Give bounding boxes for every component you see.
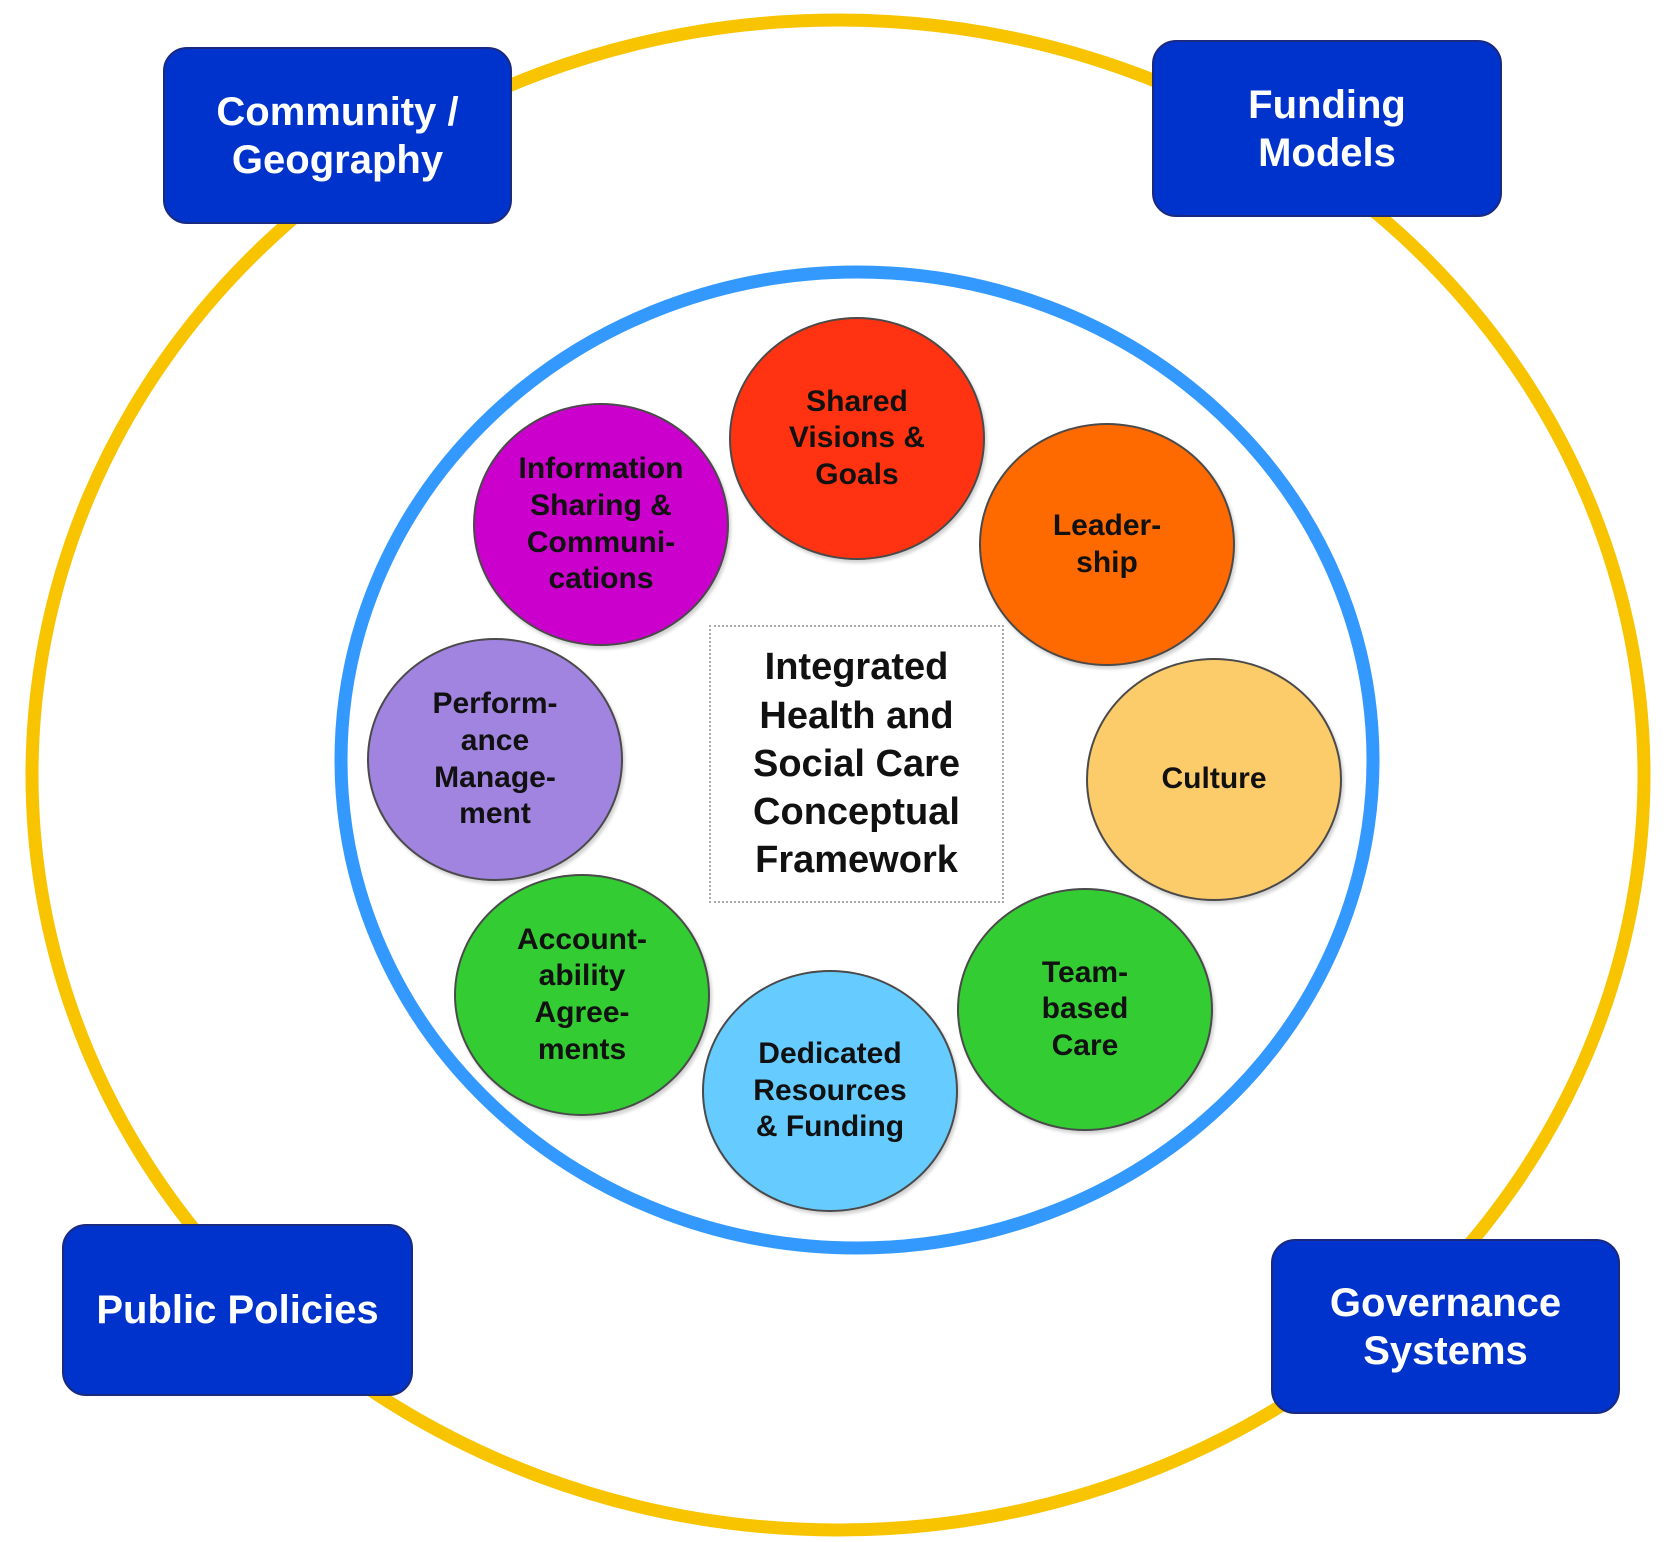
component-label: Team- based Care bbox=[1041, 955, 1129, 1062]
component-information-sharing: Information Sharing & Communi- cations bbox=[473, 403, 729, 646]
component-shared-visions: Shared Visions & Goals bbox=[729, 317, 985, 560]
context-community-geography: Community / Geography bbox=[163, 47, 512, 224]
context-label: Governance Systems bbox=[1329, 1280, 1562, 1373]
inner-framework-ring bbox=[334, 265, 1380, 1255]
component-culture: Culture bbox=[1086, 658, 1342, 901]
context-label: Public Policies bbox=[96, 1288, 379, 1332]
component-dedicated-resources: Dedicated Resources & Funding bbox=[702, 970, 958, 1212]
component-leadership: Leader- ship bbox=[979, 423, 1235, 666]
component-label: Shared Visions & Goals bbox=[788, 384, 926, 491]
component-label: Culture bbox=[1161, 762, 1267, 796]
framework-title-label: Integrated Health and Social Care Concep… bbox=[753, 646, 960, 882]
component-label: Account- ability Agree- ments bbox=[517, 922, 647, 1066]
context-funding-models: Funding Models bbox=[1152, 40, 1502, 217]
component-label: Information Sharing & Communi- cations bbox=[518, 452, 684, 596]
context-label: Funding Models bbox=[1248, 82, 1406, 175]
component-performance: Perform- ance Manage- ment bbox=[367, 638, 623, 881]
component-label: Perform- ance Manage- ment bbox=[432, 687, 558, 831]
context-governance-systems: Governance Systems bbox=[1271, 1239, 1620, 1414]
framework-title: Integrated Health and Social Care Concep… bbox=[709, 625, 1004, 903]
component-accountability: Account- ability Agree- ments bbox=[454, 874, 710, 1116]
context-label: Community / Geography bbox=[216, 89, 459, 182]
outer-context-ring bbox=[25, 13, 1651, 1537]
component-label: Dedicated Resources & Funding bbox=[753, 1037, 907, 1144]
component-label: Leader- ship bbox=[1052, 508, 1162, 579]
context-public-policies: Public Policies bbox=[62, 1224, 413, 1396]
component-team-based-care: Team- based Care bbox=[957, 888, 1213, 1131]
